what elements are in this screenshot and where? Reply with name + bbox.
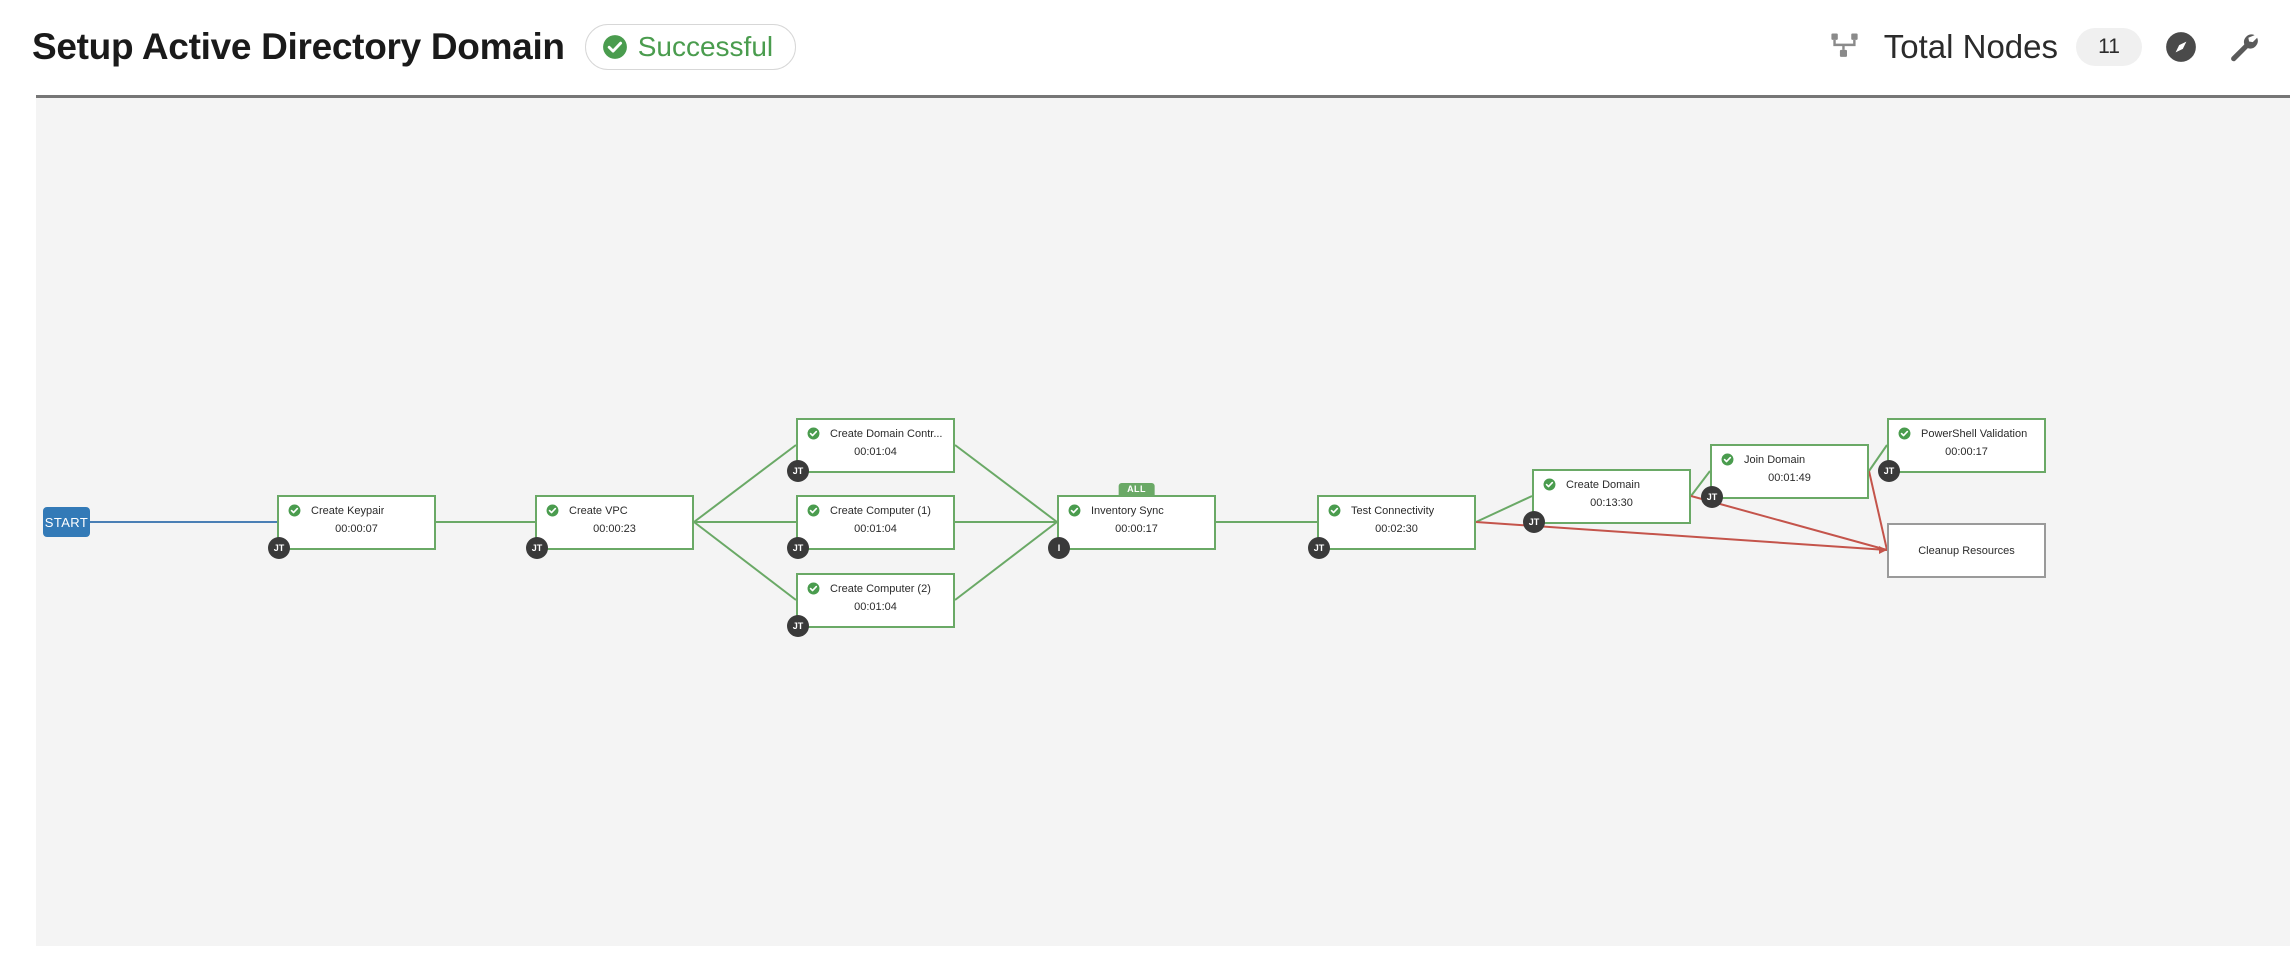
node-powershell-validation[interactable]: PowerShell Validation 00:00:17 JT <box>1878 418 2046 482</box>
node-title: Create Computer (1) <box>830 504 931 517</box>
node-title: Test Connectivity <box>1351 504 1435 517</box>
node-duration: 00:01:04 <box>854 523 897 535</box>
edge-join-domain-to-powershell-validation <box>1868 444 1888 472</box>
node-inventory-sync[interactable]: ALL Inventory Sync 00:00:17 I <box>1048 483 1216 559</box>
wrench-icon[interactable] <box>2226 30 2260 64</box>
node-badge-jt[interactable]: JT <box>526 537 548 559</box>
edge-join-domain-to-cleanup-resources <box>1868 470 1888 551</box>
node-duration: 00:01:49 <box>1768 472 1811 484</box>
node-title: PowerShell Validation <box>1921 427 2028 440</box>
node-badge-jt[interactable]: JT <box>1878 460 1900 482</box>
workflow-canvas[interactable]: START Create Keypair 00:00:07 JT Create … <box>36 95 2290 946</box>
check-circle-icon <box>1543 478 1556 491</box>
node-badge-jt[interactable]: JT <box>268 537 290 559</box>
node-title-row: Create Computer (1) <box>798 497 953 517</box>
node-tag-all: ALL <box>1118 483 1155 496</box>
node-duration: 00:00:17 <box>1945 446 1988 458</box>
node-create-domain[interactable]: Create Domain 00:13:30 JT <box>1523 469 1691 533</box>
node-title: Create Domain <box>1566 478 1640 491</box>
check-circle-icon <box>807 582 820 595</box>
node-title-row: Create Computer (2) <box>798 575 953 595</box>
node-title-row: Test Connectivity <box>1319 497 1474 517</box>
header-right-group: Total Nodes 11 <box>1830 0 2260 94</box>
node-cleanup-resources[interactable]: Cleanup Resources <box>1887 523 2046 578</box>
edge-test-connectivity-to-create-domain <box>1475 495 1533 523</box>
node-create-keypair[interactable]: Create Keypair 00:00:07 JT <box>268 495 436 559</box>
node-create-vpc[interactable]: Create VPC 00:00:23 JT <box>526 495 694 559</box>
node-title-row: Create Domain Contr... <box>798 420 953 440</box>
topology-tree-icon[interactable] <box>1830 30 1864 64</box>
node-title-row: Join Domain <box>1712 446 1867 466</box>
total-nodes-count-badge: 11 <box>2076 28 2142 66</box>
node-badge-jt[interactable]: JT <box>787 460 809 482</box>
node-create-computer-1[interactable]: Create Computer (1) 00:01:04 JT <box>787 495 955 559</box>
node-title: Create Computer (2) <box>830 582 931 595</box>
node-create-domain-controller[interactable]: Create Domain Contr... 00:01:04 JT <box>787 418 955 482</box>
node-title: Inventory Sync <box>1091 504 1164 517</box>
node-badge-jt[interactable]: JT <box>787 537 809 559</box>
node-title-row: PowerShell Validation <box>1889 420 2044 440</box>
edge-create-domain-controller-to-inventory-sync <box>954 444 1058 523</box>
start-node[interactable]: START <box>43 507 90 537</box>
check-circle-icon <box>602 35 627 59</box>
node-title: Cleanup Resources <box>1918 544 2015 557</box>
check-circle-icon <box>546 504 559 517</box>
node-title: Create VPC <box>569 504 628 517</box>
check-circle-icon <box>1068 504 1081 517</box>
app-header: Setup Active Directory Domain Successful… <box>0 0 2290 94</box>
node-title-row: Create Domain <box>1534 471 1689 491</box>
edge-create-domain-to-join-domain <box>1690 470 1711 497</box>
check-circle-icon <box>807 504 820 517</box>
node-badge-jt[interactable]: JT <box>1701 486 1723 508</box>
workflow-edges <box>90 444 1888 601</box>
edge-create-computer-2-to-inventory-sync <box>954 521 1058 601</box>
node-title: Create Keypair <box>311 504 385 517</box>
node-duration: 00:13:30 <box>1590 497 1633 509</box>
start-node-label: START <box>44 514 89 530</box>
edge-create-vpc-to-create-domain-controller <box>693 444 797 523</box>
node-badge-jt[interactable]: JT <box>787 615 809 637</box>
edge-arrowhead-cleanup <box>1879 546 1887 554</box>
node-join-domain[interactable]: Join Domain 00:01:49 JT <box>1701 444 1869 508</box>
page-title: Setup Active Directory Domain <box>32 26 565 67</box>
node-create-computer-2[interactable]: Create Computer (2) 00:01:04 JT <box>787 573 955 637</box>
status-badge: Successful <box>584 24 797 70</box>
check-circle-icon <box>288 504 301 517</box>
node-title-row: Create VPC <box>537 497 692 517</box>
check-circle-icon <box>1328 504 1341 517</box>
check-circle-icon <box>1898 427 1911 440</box>
check-circle-icon <box>807 427 820 440</box>
node-badge-jt[interactable]: JT <box>1308 537 1330 559</box>
compass-icon[interactable] <box>2164 30 2198 64</box>
node-duration: 00:01:04 <box>854 601 897 613</box>
node-duration: 00:01:04 <box>854 446 897 458</box>
check-circle-icon <box>1721 453 1734 466</box>
node-title: Create Domain Contr... <box>830 427 943 440</box>
node-duration: 00:00:23 <box>593 523 636 535</box>
node-title-row: Inventory Sync <box>1059 497 1214 517</box>
node-duration: 00:00:07 <box>335 523 378 535</box>
total-nodes-label: Total Nodes <box>1883 28 2058 65</box>
node-test-connectivity[interactable]: Test Connectivity 00:02:30 JT <box>1308 495 1476 559</box>
node-badge-inventory[interactable]: I <box>1048 537 1070 559</box>
node-badge-jt[interactable]: JT <box>1523 511 1545 533</box>
node-duration: 00:02:30 <box>1375 523 1418 535</box>
status-badge-label: Successful <box>637 31 774 62</box>
edge-create-vpc-to-create-computer-2 <box>693 521 797 601</box>
edge-create-domain-to-cleanup-resources <box>1690 495 1888 551</box>
header-left-group: Setup Active Directory Domain Successful <box>32 24 797 70</box>
node-title: Join Domain <box>1744 453 1806 466</box>
node-title-row: Create Keypair <box>279 497 434 517</box>
node-duration: 00:00:17 <box>1115 523 1158 535</box>
edge-test-connectivity-to-cleanup-resources <box>1475 521 1888 551</box>
